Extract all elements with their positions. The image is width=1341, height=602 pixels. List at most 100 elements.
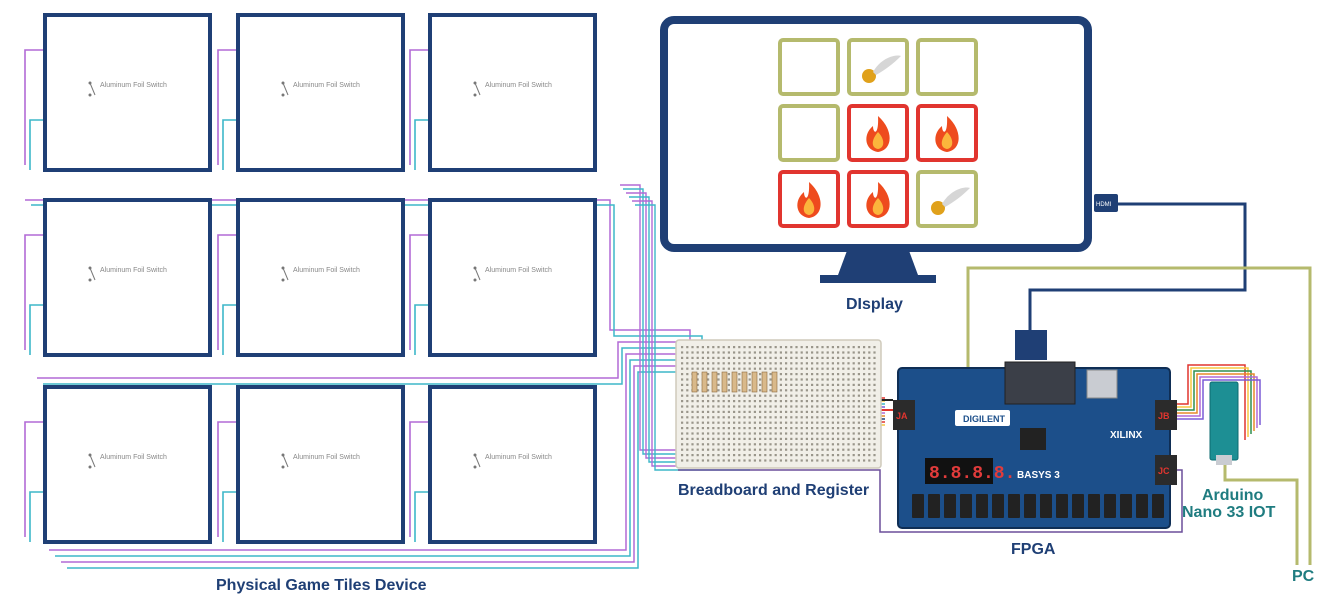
breadboard-hole (712, 405, 715, 408)
breadboard-hole (800, 383, 803, 386)
breadboard-hole (790, 356, 793, 359)
breadboard-hole (821, 362, 824, 365)
breadboard-hole (831, 378, 834, 381)
slide-switch (1056, 494, 1068, 518)
arduino-usb-port (1216, 455, 1232, 465)
breadboard-hole (811, 405, 814, 408)
breadboard-hole (686, 362, 689, 365)
seven-segment-digits: 8.8.8.8. (929, 464, 1015, 484)
switch-contact (88, 266, 92, 270)
breadboard-hole (873, 373, 876, 376)
breadboard-hole (863, 405, 866, 408)
breadboard-hole (733, 437, 736, 440)
breadboard-hole (837, 378, 840, 381)
seven-segment-display (925, 458, 993, 484)
breadboard-hole (785, 437, 788, 440)
breadboard-hole (821, 394, 824, 397)
breadboard-hole (681, 459, 684, 462)
breadboard-hole (743, 443, 746, 446)
breadboard-hole (868, 405, 871, 408)
hdmi-plug (1094, 194, 1118, 212)
slide-switch (976, 494, 988, 518)
breadboard-label: Breadboard and Register (678, 482, 870, 499)
breadboard-hole (779, 448, 782, 451)
breadboard-hole (691, 367, 694, 370)
breadboard-hole (733, 394, 736, 397)
breadboard-hole (707, 356, 710, 359)
breadboard-hole (868, 378, 871, 381)
breadboard-hole (790, 405, 793, 408)
breadboard-hole (837, 356, 840, 359)
breadboard-hole (717, 383, 720, 386)
breadboard-hole (837, 410, 840, 413)
breadboard-hole (837, 362, 840, 365)
breadboard-hole (857, 443, 860, 446)
breadboard-hole (686, 378, 689, 381)
breadboard-hole (722, 346, 725, 349)
breadboard-hole (727, 356, 730, 359)
tile-2 (236, 13, 405, 172)
breadboard-hole (748, 367, 751, 370)
breadboard-hole (857, 383, 860, 386)
breadboard-hole (738, 394, 741, 397)
breadboard-hole (748, 383, 751, 386)
breadboard-hole (759, 394, 762, 397)
breadboard-hole (733, 351, 736, 354)
breadboard-hole (779, 356, 782, 359)
breadboard-hole (764, 367, 767, 370)
breadboard-hole (842, 448, 845, 451)
pmod-to-arduino-wire (1177, 379, 1261, 425)
breadboard-hole (733, 448, 736, 451)
breadboard-hole (852, 394, 855, 397)
breadboard-hole (701, 394, 704, 397)
breadboard-hole (842, 373, 845, 376)
resistor (761, 371, 768, 393)
pmod-to-arduino-wire (1177, 376, 1258, 428)
breadboard-hole (800, 356, 803, 359)
breadboard-hole (868, 389, 871, 392)
breadboard-hole (738, 459, 741, 462)
breadboard-hole (821, 448, 824, 451)
resistor (691, 371, 698, 393)
breadboard-hole (857, 427, 860, 430)
breadboard-hole (831, 454, 834, 457)
breadboard-hole (842, 351, 845, 354)
switch-contact (281, 465, 285, 469)
display-cell-empty (778, 38, 840, 96)
breadboard-hole (686, 367, 689, 370)
monitor-stand (838, 248, 918, 275)
breadboard-hole (805, 448, 808, 451)
breadboard-hole (686, 400, 689, 403)
breadboard-hole (753, 346, 756, 349)
breadboard-hole (764, 443, 767, 446)
switch-contact (473, 465, 477, 469)
breadboard-hole (701, 367, 704, 370)
breadboard-hole (753, 367, 756, 370)
breadboard-hole (686, 421, 689, 424)
breadboard-hole (868, 448, 871, 451)
breadboard-hole (831, 416, 834, 419)
breadboard-hole (785, 405, 788, 408)
breadboard-hole (779, 405, 782, 408)
breadboard-hole (738, 400, 741, 403)
breadboard-hole (722, 410, 725, 413)
breadboard-hole (790, 389, 793, 392)
breadboard-hole (733, 421, 736, 424)
breadboard-hole (863, 394, 866, 397)
breadboard-hole (805, 389, 808, 392)
breadboard-hole (712, 410, 715, 413)
breadboard-hole (863, 421, 866, 424)
resistor (771, 371, 778, 393)
breadboard-hole (795, 383, 798, 386)
breadboard-hole (816, 427, 819, 430)
foil-switch-icon (282, 82, 289, 96)
breadboard-hole (748, 448, 751, 451)
breadboard-hole (712, 394, 715, 397)
switch-label: Aluminum Foil Switch (100, 82, 167, 89)
resistor (721, 371, 728, 393)
breadboard-hole (712, 351, 715, 354)
breadboard-hole (785, 454, 788, 457)
breadboard-hole (805, 454, 808, 457)
breadboard-hole (722, 356, 725, 359)
breadboard-hole (816, 405, 819, 408)
